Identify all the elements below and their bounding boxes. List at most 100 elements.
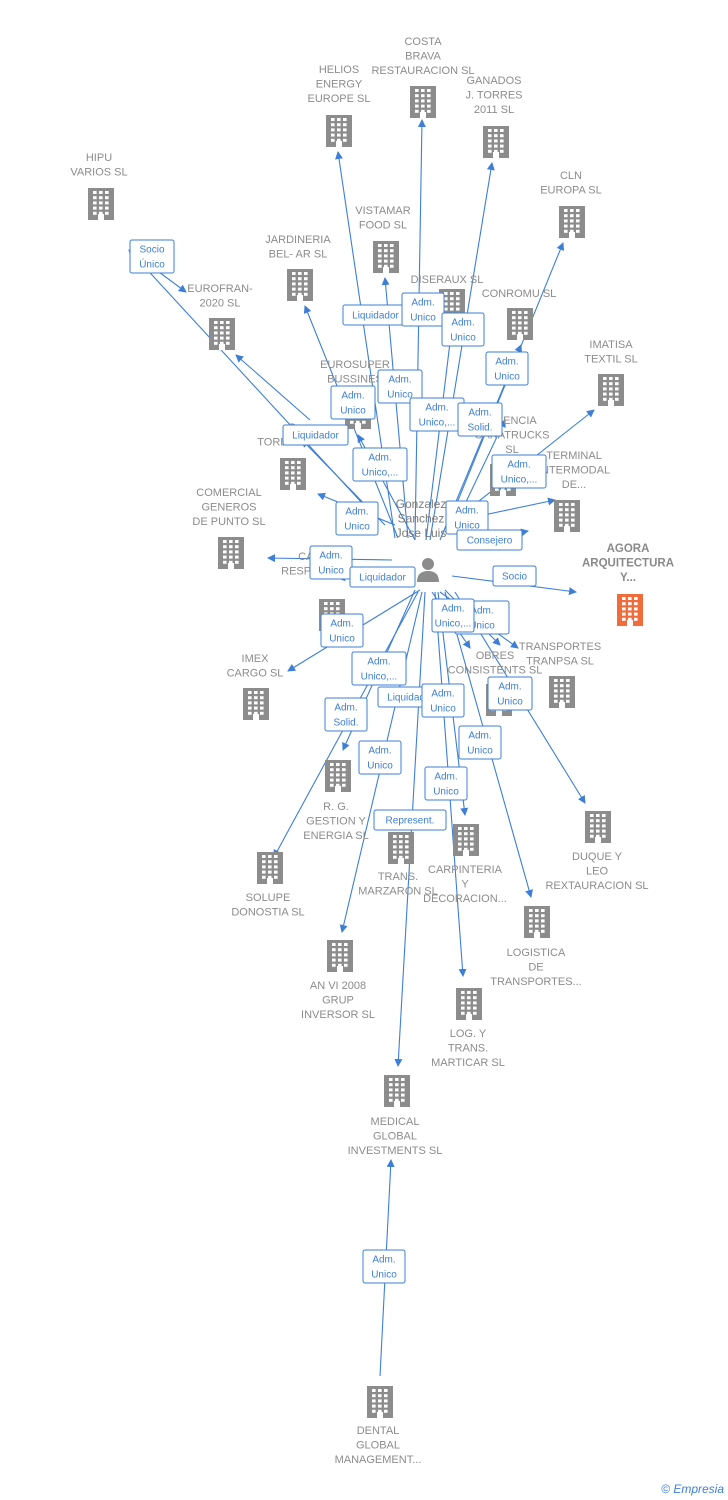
company-building-icon[interactable] xyxy=(326,115,352,147)
company-building-icon[interactable] xyxy=(373,241,399,273)
edge-label-line: Adm. xyxy=(498,682,521,693)
edge-label-10[interactable]: Adm.Unico,... xyxy=(352,447,408,482)
company-building-icon[interactable] xyxy=(483,126,509,158)
edge-label-3[interactable]: Adm.Unico xyxy=(441,312,485,347)
company-building-icon[interactable] xyxy=(388,832,414,864)
edge-label-25[interactable]: Adm.Unico xyxy=(358,740,402,775)
company-building-icon[interactable] xyxy=(456,988,482,1020)
company-building-icon[interactable] xyxy=(549,676,575,708)
edge-label-16[interactable]: Liquidador xyxy=(349,566,416,588)
edge-label-line: Unico xyxy=(469,621,495,632)
edge-label-15[interactable]: Adm.Unico xyxy=(309,545,353,580)
edge-9 xyxy=(425,325,456,541)
company-name-27-line: TRANS. xyxy=(448,1043,488,1055)
company-building-icon[interactable] xyxy=(384,1075,410,1107)
edge-label-line: Adm. xyxy=(330,619,353,630)
edge-label-line: Adm. xyxy=(455,506,478,517)
edge-label-8[interactable]: Adm.Solid. xyxy=(457,402,503,437)
edge-label-2[interactable]: Adm.Unico xyxy=(401,292,445,327)
edge-label-line: Adm. xyxy=(425,403,448,414)
person-name-line: Sanchez xyxy=(398,512,445,526)
company-building-icon[interactable] xyxy=(325,760,351,792)
company-name-20-line: R. G. xyxy=(323,801,349,813)
company-name-4-line: CLN xyxy=(560,170,582,182)
edge-label-line: Unico xyxy=(433,787,459,798)
edge-label-22[interactable]: Adm.Solid. xyxy=(324,697,368,732)
company-building-icon[interactable] xyxy=(410,86,436,118)
company-building-icon[interactable] xyxy=(524,906,550,938)
edge-label-14[interactable]: Consejero xyxy=(456,529,523,551)
edge-label-9[interactable]: Liquidador xyxy=(282,424,349,446)
edge-label-line: Unico,... xyxy=(361,672,398,683)
edge-label-6[interactable]: Adm.Unico xyxy=(330,385,376,420)
edge-label-18[interactable]: Adm.Unico xyxy=(320,613,364,648)
company-building-icon[interactable] xyxy=(507,308,533,340)
edge-label-text: Adm.Unico xyxy=(467,731,493,757)
edge-label-line: Solid. xyxy=(467,423,492,434)
company-name-19-line: OBRES xyxy=(476,650,515,662)
company-name-18-line: IMEX xyxy=(242,653,270,665)
company-name-7-line: EUROFRAN- xyxy=(187,283,253,295)
edge-label-line: Adm. xyxy=(451,318,474,329)
company-name-2-line: GANADOS xyxy=(466,75,521,87)
edge-label-13[interactable]: Adm.Unico xyxy=(445,500,489,535)
edge-label-4[interactable]: Adm.Unico xyxy=(485,351,529,386)
company-name-9: CONROMU SL xyxy=(482,288,557,300)
edge-label-27[interactable]: Adm.Unico xyxy=(458,725,502,760)
edge-label-21[interactable]: Adm.Unico,... xyxy=(431,598,475,633)
company-building-icon[interactable] xyxy=(218,537,244,569)
edge-label-11[interactable]: Adm.Unico,... xyxy=(491,454,547,489)
edge-label-28[interactable]: Adm.Unico xyxy=(424,766,468,801)
person-icon[interactable] xyxy=(417,558,439,582)
edge-label-29[interactable]: Represent. xyxy=(373,809,447,831)
focus-company-building-icon[interactable] xyxy=(617,594,643,626)
edge-label-5[interactable]: Adm.Unico xyxy=(377,369,423,404)
edge-label-line: Adm. xyxy=(431,689,454,700)
edge-label-text: Adm.Unico xyxy=(469,606,495,632)
copyright-symbol: © xyxy=(661,1482,670,1496)
focus-company-name-line: Y... xyxy=(620,572,636,584)
company-name-14-line: TERMINAL xyxy=(546,450,602,462)
company-building-icon[interactable] xyxy=(598,374,624,406)
person-name-line: Gonzalez xyxy=(396,497,447,511)
edge-label-24[interactable]: Adm.Unico xyxy=(421,683,465,718)
edge-label-20[interactable]: Adm.Unico,... xyxy=(351,651,407,686)
edge-label-line: Adm. xyxy=(372,1255,395,1266)
edge-2 xyxy=(429,162,495,541)
company-name-10-line: IMATISA xyxy=(589,339,633,351)
edge-label-1[interactable]: Liquidador xyxy=(342,304,409,326)
company-building-icon[interactable] xyxy=(327,940,353,972)
company-building-icon[interactable] xyxy=(209,318,235,350)
company-building-icon[interactable] xyxy=(559,206,585,238)
edge-label-26[interactable]: Adm. Unico xyxy=(487,676,533,711)
company-building-icon[interactable] xyxy=(88,188,114,220)
edge-label-7[interactable]: Adm.Unico,... xyxy=(409,397,465,432)
company-name-1-line: EUROPE SL xyxy=(308,93,371,105)
edge-label-30[interactable]: Adm.Unico xyxy=(362,1249,406,1284)
company-building-icon[interactable] xyxy=(287,269,313,301)
edge-label-17[interactable]: Socio xyxy=(492,565,537,587)
company-building-icon[interactable] xyxy=(453,824,479,856)
company-name-6-line: BEL- AR SL xyxy=(269,249,328,261)
company-building-icon[interactable] xyxy=(585,811,611,843)
edge-label-line: Liquidador xyxy=(387,693,434,704)
edge-label-12[interactable]: Adm.Unico xyxy=(335,501,379,536)
edge-label-line: Represent. xyxy=(386,816,435,827)
company-building-icon[interactable] xyxy=(243,688,269,720)
company-name-14-line: DE... xyxy=(562,479,586,491)
edge-label-line: Adm. xyxy=(507,460,530,471)
edge-label-line: Unico xyxy=(497,697,523,708)
company-building-icon[interactable] xyxy=(554,500,580,532)
company-building-icon[interactable] xyxy=(367,1386,393,1418)
company-building-icon[interactable] xyxy=(280,458,306,490)
edge-label-text: Adm.Unico xyxy=(340,391,366,417)
company-building-icon[interactable] xyxy=(257,852,283,884)
